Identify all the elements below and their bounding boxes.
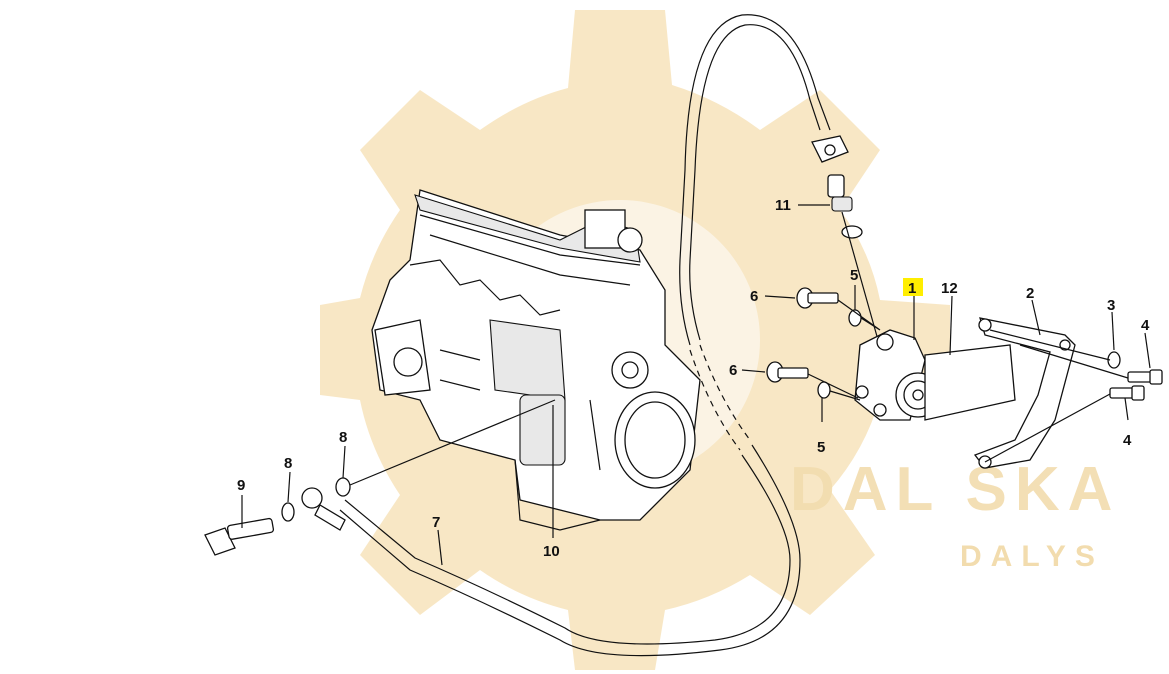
banjo-fitting <box>301 487 346 531</box>
callout-9: 9 <box>237 477 245 494</box>
callout-2: 2 <box>1026 285 1034 302</box>
callout-8-right: 8 <box>339 429 347 446</box>
bolt-upper-left <box>796 287 839 309</box>
sealing-washer-left <box>281 502 295 522</box>
bolt-upper-right <box>1127 369 1163 385</box>
adapter-fitting <box>827 174 863 239</box>
sealing-washer-right <box>335 477 351 497</box>
callout-4-upper: 4 <box>1141 317 1150 334</box>
callout-6-lower: 6 <box>729 362 737 379</box>
washer-lower-left <box>817 381 831 399</box>
callout-5-lower: 5 <box>817 439 825 456</box>
banjo-bolt <box>204 517 275 556</box>
callout-1: 1 <box>908 280 916 297</box>
callout-3: 3 <box>1107 297 1115 314</box>
watermark-brand-text: DAL SKA <box>790 455 1120 524</box>
drive-belt <box>924 344 1016 421</box>
callout-8-left: 8 <box>284 455 292 472</box>
hose-clamp <box>811 135 849 163</box>
callout-7: 7 <box>432 514 440 531</box>
hose-assembly <box>339 14 831 657</box>
callout-5-upper: 5 <box>850 267 858 284</box>
bolt-lower-left <box>766 361 809 383</box>
callout-10: 10 <box>543 543 560 560</box>
leader-lines <box>241 204 1151 566</box>
mounting-bracket <box>973 317 1076 469</box>
engine-illustration <box>371 189 701 531</box>
callout-1-highlight <box>903 278 923 296</box>
callout-11: 11 <box>775 197 791 214</box>
callout-12: 12 <box>941 280 958 297</box>
watermark-brand-subtext: DALYS <box>960 540 1104 573</box>
bolt-lower-right <box>1109 385 1145 401</box>
callout-4-lower: 4 <box>1123 432 1132 449</box>
callouts: 1 12 2 3 4 4 5 5 6 6 11 7 8 8 9 10 <box>237 197 1150 560</box>
steering-pump <box>854 329 941 421</box>
callout-6-upper: 6 <box>750 288 758 305</box>
